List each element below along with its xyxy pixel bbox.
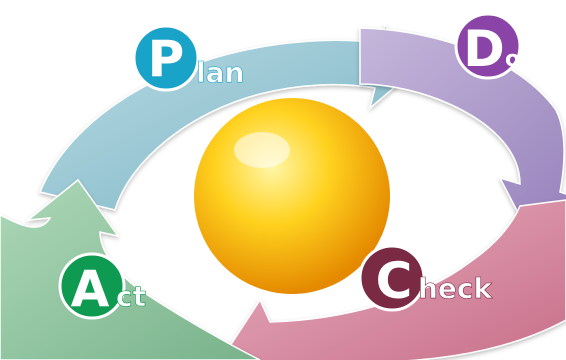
- check-initial: C: [376, 252, 413, 310]
- plan-badge: P lan: [132, 24, 245, 92]
- do-badge-circle: [454, 12, 522, 80]
- act-badge-circle: [58, 252, 126, 320]
- act-badge: A ct: [58, 252, 146, 320]
- do-rest: o: [505, 47, 520, 72]
- plan-badge-circle: [132, 24, 200, 92]
- check-badge-circle: [358, 244, 426, 312]
- plan-rest: lan: [196, 56, 244, 89]
- do-badge: D o: [454, 12, 522, 80]
- do-initial: D: [463, 20, 505, 78]
- center-sphere: [194, 98, 390, 294]
- check-badge: C heck: [358, 244, 494, 312]
- check-rest: heck: [418, 272, 494, 305]
- check-arrow: [228, 199, 566, 360]
- plan-arrow: [38, 23, 416, 211]
- sphere-gloss: [234, 132, 290, 168]
- plan-initial: P: [148, 30, 185, 88]
- act-rest: ct: [116, 280, 146, 313]
- act-initial: A: [71, 260, 110, 318]
